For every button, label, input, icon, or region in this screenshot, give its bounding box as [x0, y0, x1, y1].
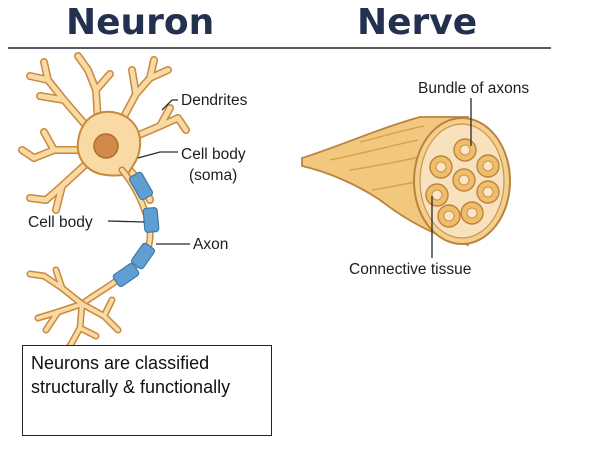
label-connective-tissue: Connective tissue	[349, 261, 471, 278]
label-dendrites: Dendrites	[181, 92, 248, 109]
classification-note: Neurons are classified structurally & fu…	[22, 345, 272, 436]
label-soma: (soma)	[189, 167, 237, 184]
label-cell-body-soma: Cell body	[181, 146, 246, 163]
nerve-title: Nerve	[357, 2, 478, 43]
label-cell-body-left: Cell body	[28, 214, 93, 231]
nucleus	[93, 133, 119, 159]
title-divider	[8, 47, 551, 49]
neuron-leader-lines	[107, 99, 190, 245]
axon-cores	[431, 144, 494, 222]
neuron-title: Neuron	[66, 2, 215, 43]
axon-terminals	[26, 266, 122, 360]
nerve-illustration	[301, 116, 511, 247]
label-axon: Axon	[193, 236, 228, 253]
myelin-sheath	[112, 171, 160, 288]
dendrites	[18, 52, 190, 214]
neuron-illustration	[18, 52, 190, 360]
nerve-leader-lines	[431, 98, 472, 258]
label-bundle-of-axons: Bundle of axons	[418, 80, 529, 97]
